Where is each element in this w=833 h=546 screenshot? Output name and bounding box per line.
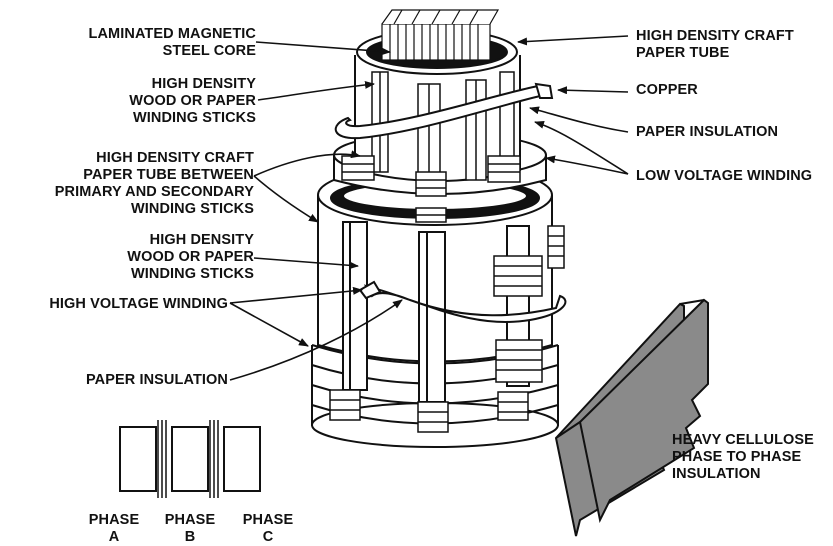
label-paper-insulation-left: PAPER INSULATION bbox=[85, 372, 228, 388]
leader-lines bbox=[229, 35, 629, 381]
label-craft-tube: HIGH DENSITY CRAFT PAPER TUBE bbox=[636, 28, 794, 61]
phase-c-name: PHASE bbox=[242, 512, 294, 528]
phase-b-letter: B bbox=[184, 529, 196, 545]
label-outer-winding-sticks: HIGH DENSITY WOOD OR PAPER WINDING STICK… bbox=[127, 232, 254, 282]
hv-conductor bbox=[358, 280, 567, 323]
phase-c-letter: C bbox=[262, 529, 274, 545]
label-paper-insulation-right: PAPER INSULATION bbox=[636, 124, 779, 140]
lv-conductor bbox=[334, 82, 554, 140]
phase-core-schematic bbox=[119, 420, 261, 498]
label-phase-barrier: HEAVY CELLULOSE PHASE TO PHASE INSULATIO… bbox=[672, 432, 814, 482]
phase-barrier bbox=[554, 298, 709, 537]
label-inner-winding-sticks: HIGH DENSITY WOOD OR PAPER WINDING STICK… bbox=[129, 76, 256, 126]
phase-b-name: PHASE bbox=[164, 512, 216, 528]
phase-a-name: PHASE bbox=[88, 512, 140, 528]
label-lv-winding: LOW VOLTAGE WINDING bbox=[636, 168, 813, 184]
outer-spacer-blocks bbox=[329, 225, 565, 433]
label-craft-tube-between: HIGH DENSITY CRAFT PAPER TUBE BETWEEN PR… bbox=[54, 150, 254, 217]
inner-spacer-blocks bbox=[341, 155, 521, 223]
steel-core bbox=[381, 9, 500, 61]
label-laminated-core: LAMINATED MAGNETIC STEEL CORE bbox=[88, 26, 256, 59]
label-hv-winding: HIGH VOLTAGE WINDING bbox=[49, 296, 228, 312]
label-copper: COPPER bbox=[636, 82, 698, 98]
phase-a-letter: A bbox=[108, 529, 120, 545]
